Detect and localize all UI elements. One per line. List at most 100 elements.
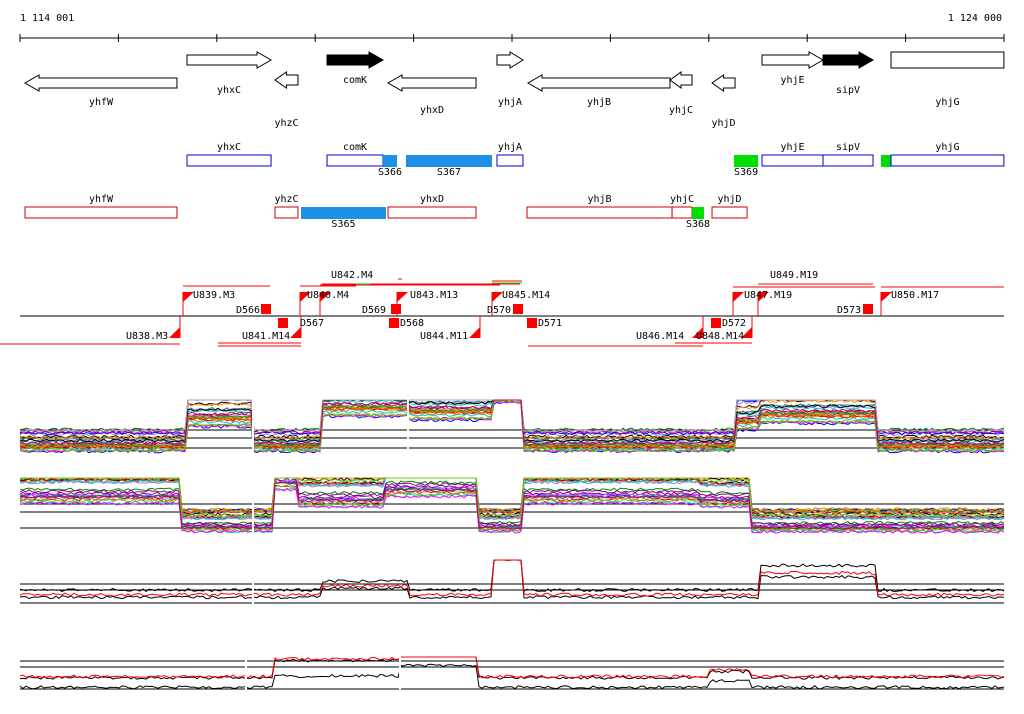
- feature-label-S368: S368: [685, 219, 711, 230]
- feature-green: [880, 155, 892, 167]
- signal-line: [19, 480, 1005, 530]
- signal-line: [20, 477, 1005, 513]
- gene-label-yhxD: yhxD: [419, 105, 445, 116]
- tu-label-U845.M14: U845.M14: [502, 290, 551, 301]
- tu-label-D566: D566: [236, 305, 261, 316]
- feature-S367: [405, 155, 492, 167]
- terminator-square-icon: [863, 304, 873, 314]
- tu-label-U847.M19: U847.M19: [744, 290, 793, 301]
- gene-arrow-yhjB: [526, 74, 671, 92]
- tu-start-flag-icon: [733, 292, 744, 302]
- tu-start-flag-icon: [492, 292, 503, 302]
- feature-label-S367: S367: [436, 167, 461, 178]
- gene-arrow-yhjC: [669, 71, 693, 89]
- gene-arrow-yhzC: [274, 71, 299, 89]
- signal-line: [19, 656, 1005, 679]
- signal-line: [19, 399, 1005, 433]
- tu-label-D568: D568: [400, 318, 425, 329]
- gene-arrow-yhxC: [186, 51, 273, 69]
- feature-box-yhjA: [496, 154, 524, 167]
- signal-line: [19, 656, 1005, 680]
- gene-arrow-yhxD: [387, 74, 477, 92]
- feature-label-yhjC: yhjC: [670, 194, 695, 205]
- feature-S365: [300, 207, 386, 219]
- feature-label-yhfW: yhfW: [88, 194, 114, 205]
- tu-label-U838.M3: U838.M3: [126, 331, 169, 342]
- tu-label-U849.M19: U849.M19: [770, 270, 819, 281]
- ruler-start-label: 1 114 001: [20, 13, 75, 24]
- feature-S369: [734, 155, 759, 167]
- signal-line: [19, 400, 1005, 453]
- gene-label-yhjG: yhjG: [935, 97, 960, 108]
- feature-box-yhxD: [387, 206, 477, 219]
- gene-arrow-yhjA: [496, 51, 524, 69]
- gene-arrow-sipV: [822, 51, 875, 69]
- terminator-square-icon: [711, 318, 721, 328]
- feature-box-yhjB: [526, 206, 673, 219]
- tu-label-D571: D571: [538, 318, 563, 329]
- signal-line: [19, 477, 1005, 526]
- feature-S368: [692, 207, 704, 219]
- tu-label-D573: D573: [837, 305, 862, 316]
- feature-label-yhjA: yhjA: [497, 142, 523, 153]
- gene-label-yhxC: yhxC: [216, 85, 242, 96]
- tu-start-flag-icon: [320, 292, 331, 302]
- tu-label-U842.M4: U842.M4: [331, 270, 374, 281]
- terminator-square-icon: [261, 304, 271, 314]
- signal-line: [20, 477, 1005, 518]
- feature-label-S369: S369: [734, 167, 759, 178]
- gene-arrow-yhjE: [761, 51, 825, 69]
- tu-label-U839.M3: U839.M3: [193, 290, 236, 301]
- feature-box-yhjD: [711, 206, 748, 219]
- gene-label-comK: comK: [342, 75, 368, 86]
- tu-label-U843.M13: U843.M13: [410, 290, 459, 301]
- signal-line: [19, 559, 1005, 597]
- feature-label-yhjE: yhjE: [780, 142, 805, 153]
- signal-line: [19, 559, 1005, 593]
- feature-box-yhjG: [890, 154, 1005, 167]
- gene-label-sipV: sipV: [835, 85, 861, 96]
- gene-label-yhjD: yhjD: [711, 118, 736, 129]
- tu-label-D570: D570: [487, 305, 512, 316]
- tu-label-U844.M11: U844.M11: [420, 331, 469, 342]
- terminator-square-icon: [513, 304, 523, 314]
- gene-label-yhjE: yhjE: [780, 75, 805, 86]
- tu-start-flag-icon: [881, 292, 892, 302]
- signal-line: [20, 477, 1005, 512]
- feature-box-yhjC: [671, 206, 693, 219]
- feature-label-yhxC: yhxC: [216, 142, 242, 153]
- tu-start-flag-icon: [300, 292, 311, 302]
- ruler-end-label: 1 124 000: [947, 13, 1002, 24]
- terminator-square-icon: [389, 318, 399, 328]
- feature-label-yhjB: yhjB: [587, 194, 612, 205]
- feature-box-yhzC: [274, 206, 299, 219]
- gene-arrow-yhfW: [24, 74, 178, 92]
- feature-label-comK: comK: [342, 142, 368, 153]
- terminator-square-icon: [391, 304, 401, 314]
- feature-box-yhjE: [761, 154, 824, 167]
- terminator-square-icon: [527, 318, 537, 328]
- feature-label-S366: S366: [377, 167, 403, 178]
- feature-S366: [383, 155, 398, 167]
- gene-label-yhjA: yhjA: [497, 97, 523, 108]
- signal-line: [19, 663, 1005, 690]
- signal-line: [19, 481, 1005, 530]
- feature-label-yhxD: yhxD: [419, 194, 445, 205]
- signal-line: [19, 399, 1005, 453]
- signal-line: [19, 399, 1005, 446]
- feature-box-yhfW: [24, 206, 178, 219]
- tu-label-U840.M4: U840.M4: [307, 290, 350, 301]
- tu-label-U850.M17: U850.M17: [891, 290, 940, 301]
- gene-label-yhjC: yhjC: [668, 105, 694, 116]
- tu-label-U846.M14: U846.M14: [636, 331, 685, 342]
- tu-label-U848.M14: U848.M14: [696, 331, 745, 342]
- tu-label-D567: D567: [300, 318, 325, 329]
- gene-label-yhzC: yhzC: [274, 118, 299, 129]
- tu-label-D572: D572: [722, 318, 747, 329]
- feature-label-yhzC: yhzC: [274, 194, 299, 205]
- tu-end-flag-icon: [169, 327, 180, 338]
- feature-label-yhjD: yhjD: [717, 194, 742, 205]
- tu-label-U841.M14: U841.M14: [242, 331, 291, 342]
- gene-arrow-comK: [326, 51, 385, 69]
